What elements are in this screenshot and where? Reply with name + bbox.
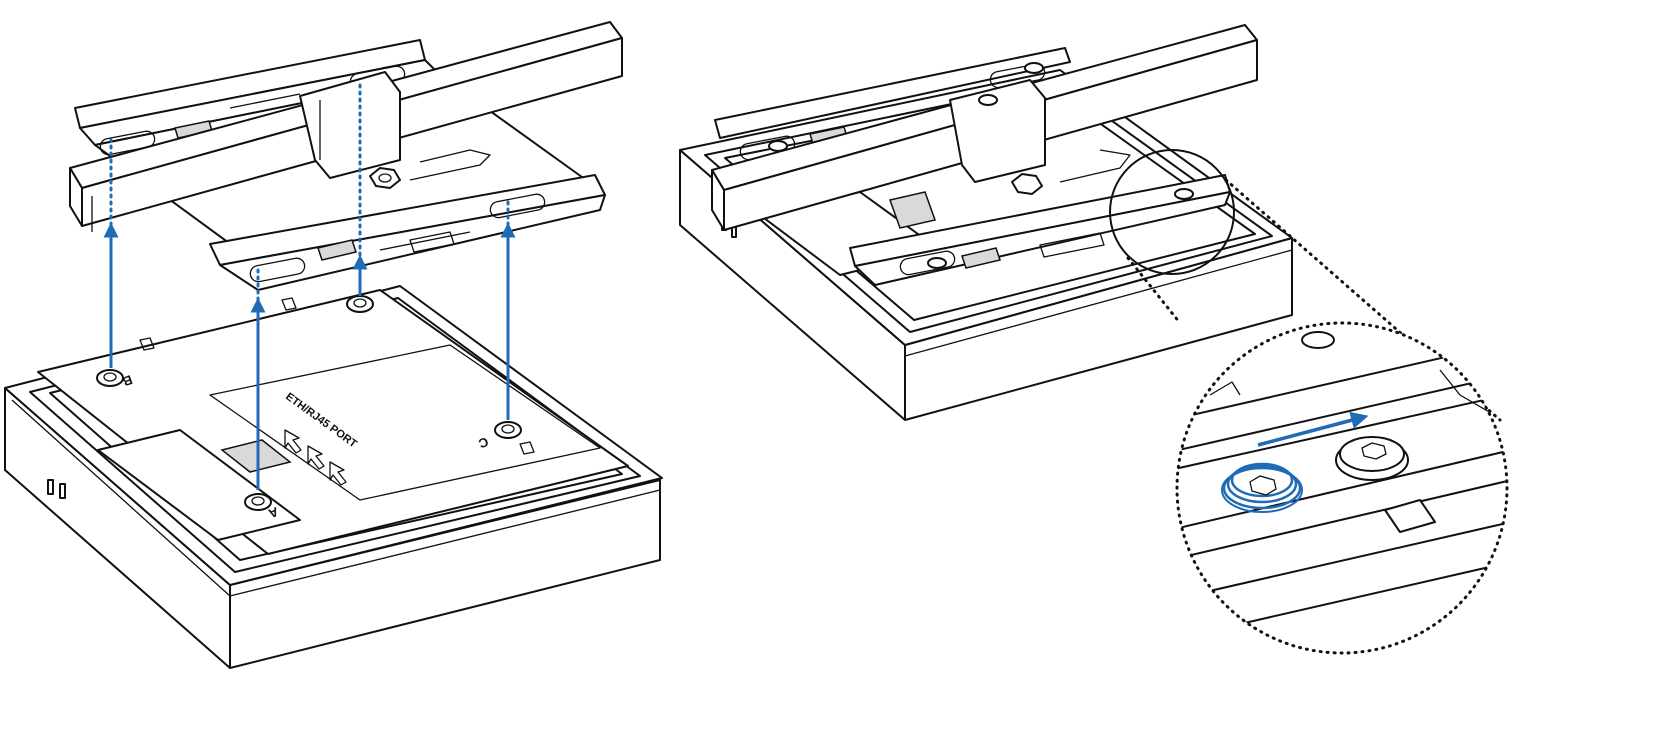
- left-assembly: B C A ETH/RJ45 PORT: [4, 21, 663, 669]
- wall-bracket-right: [714, 47, 1231, 286]
- screw-b: [96, 369, 124, 387]
- lift-arrows: [103, 80, 516, 490]
- extension-arm-right: [711, 24, 1258, 231]
- arrow-right-icon: [1257, 411, 1369, 447]
- extension-arm-left: [69, 21, 623, 232]
- screw-a: [244, 493, 272, 511]
- screw-center: [346, 295, 374, 313]
- right-assembly: [679, 24, 1502, 422]
- screw-c: [494, 421, 522, 439]
- mounting-plate-left: [37, 289, 629, 555]
- circular-motion-icon: [1221, 462, 1303, 513]
- detail-callout-circle: [1109, 149, 1235, 275]
- zoom-detail: [1175, 321, 1509, 655]
- zoom-circle: [1175, 321, 1509, 655]
